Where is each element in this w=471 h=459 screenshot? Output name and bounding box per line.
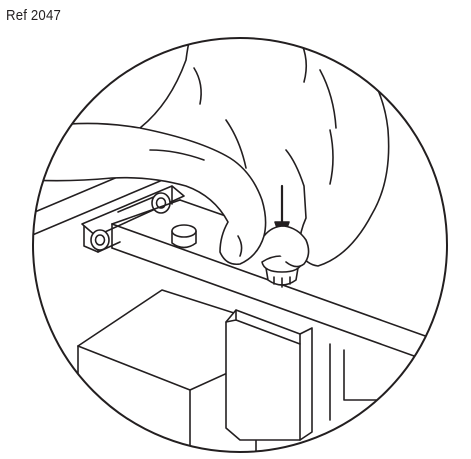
right-frame-member [329, 343, 447, 421]
right-block [225, 309, 313, 441]
mounting-post [171, 224, 197, 249]
bracket-bolt-left [90, 229, 110, 251]
detail-circle [32, 37, 448, 453]
front-beam [111, 199, 447, 377]
bracket-bolt-right [151, 192, 171, 214]
hand [33, 38, 390, 268]
reference-label: Ref 2047 [6, 7, 61, 24]
